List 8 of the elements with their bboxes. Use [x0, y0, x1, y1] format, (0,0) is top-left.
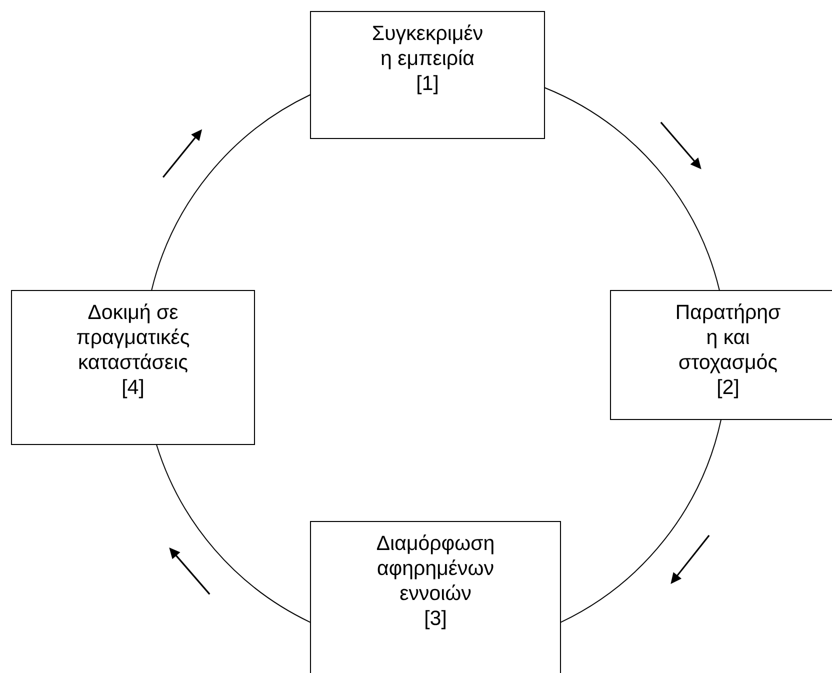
process-box: Διαμόρφωση αφηρημένων εννοιών [3]: [310, 521, 561, 673]
cycle-arc: [156, 444, 311, 623]
cycle-arc: [544, 87, 720, 291]
process-box: Παρατήρησ η και στοχασμός [2]: [610, 290, 832, 420]
process-box: Δοκιμή σε πραγματικές καταστάσεις [4]: [11, 290, 255, 445]
cycle-arc: [151, 94, 311, 291]
cycle-arc: [560, 419, 722, 623]
process-box: Συγκεκριμέν η εμπειρία [1]: [310, 11, 545, 139]
